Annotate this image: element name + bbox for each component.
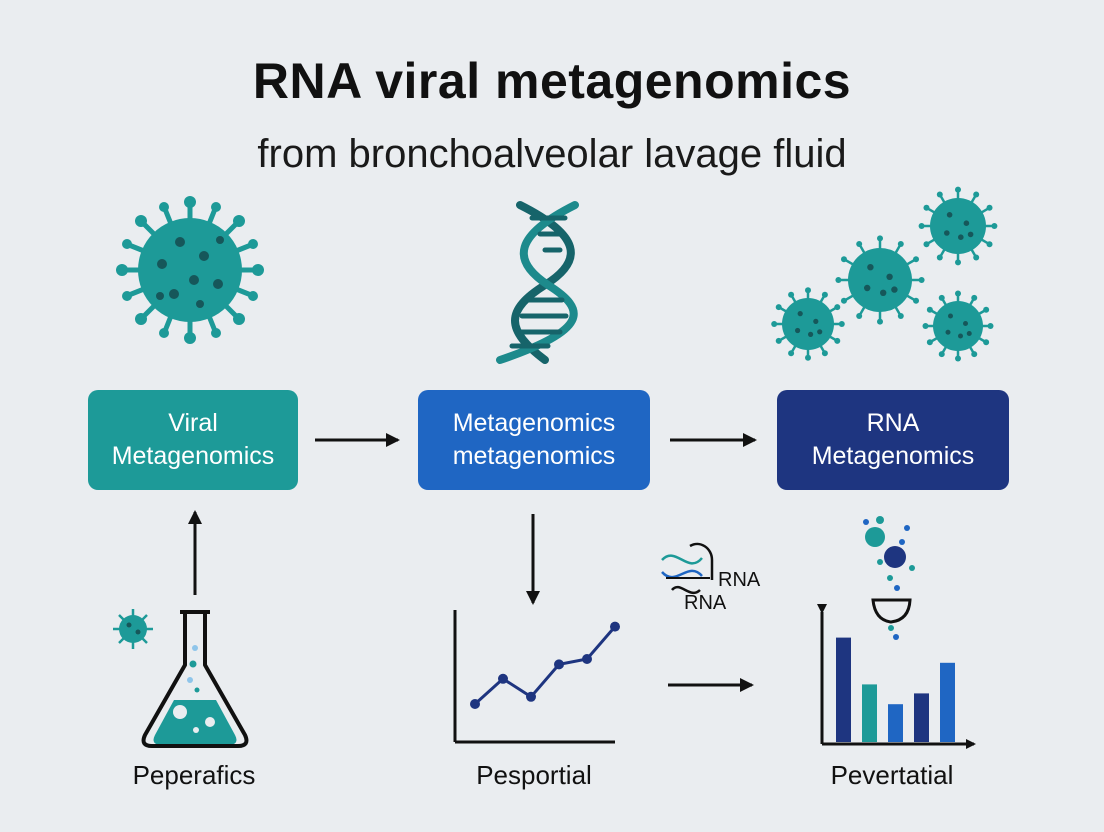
viral-metagenomics-box: Viral Metagenomics (88, 390, 298, 490)
metagenomics-box: Metagenomics metagenomics (418, 390, 650, 490)
dna-helix-icon (496, 201, 579, 364)
caption-right: Pevertatial (830, 760, 954, 790)
rna-label: RNA (718, 569, 761, 591)
rna-label: RNA (684, 592, 727, 614)
virus-cluster-icon (771, 186, 998, 362)
flask-icon (141, 610, 249, 748)
virus-icon (771, 287, 845, 361)
box-label-line2: Metagenomics (811, 442, 975, 470)
bar (836, 637, 851, 742)
line-point (610, 621, 620, 632)
virus-icon (835, 235, 925, 325)
caption-middle: Pesportial (476, 760, 592, 790)
bar (862, 684, 877, 742)
line-chart (453, 610, 620, 744)
box-label-line2: metagenomics (452, 442, 616, 470)
box-label-line1: RNA (866, 409, 920, 437)
virus-icon (116, 196, 264, 344)
bar (914, 693, 929, 742)
diagram-subtitle: from bronchoalveolar lavage fluid (257, 132, 847, 176)
dropper-icon (863, 516, 915, 640)
caption-left: Peperafics (132, 760, 256, 790)
rna-metagenomics-box: RNA Metagenomics (777, 390, 1009, 490)
line-series (473, 625, 617, 706)
rna-strand-icon (661, 542, 714, 595)
line-point (470, 699, 480, 709)
line-point (498, 673, 508, 684)
virus-icon (922, 290, 994, 362)
bar (888, 704, 903, 742)
line-point (526, 691, 536, 702)
box-label-line1: Metagenomics (452, 409, 616, 437)
line-point (554, 659, 564, 670)
bar-chart (817, 604, 976, 749)
line-point (582, 654, 592, 664)
box-label-line1: Viral (168, 409, 218, 437)
diagram-title: RNA viral metagenomics (252, 53, 852, 109)
small-virus-icon (113, 609, 153, 649)
bar (940, 662, 955, 742)
box-label-line2: Metagenomics (111, 442, 275, 470)
virus-icon (918, 186, 998, 266)
